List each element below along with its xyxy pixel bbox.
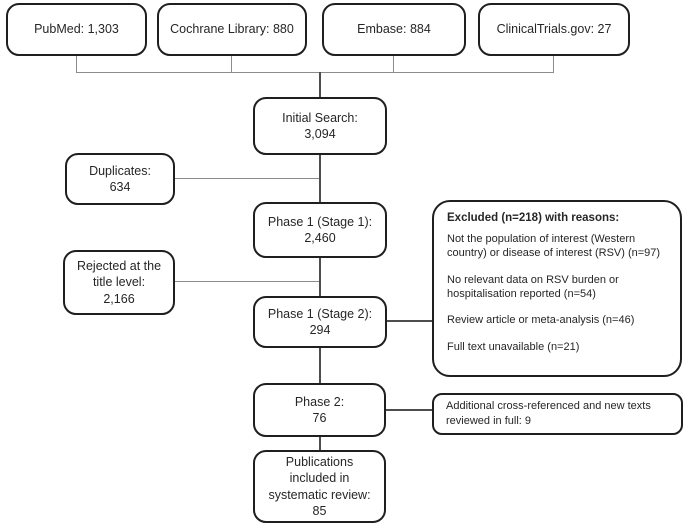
- node-publications-included: Publications included in systematic revi…: [253, 450, 386, 523]
- node-rejected-title-level: Rejected at the title level: 2,166: [63, 250, 175, 315]
- connector-duplicates: [175, 178, 319, 179]
- node-duplicates-label: Duplicates:: [89, 163, 151, 178]
- node-rejected-line1: Rejected at the: [76, 259, 162, 274]
- node-duplicates: Duplicates: 634: [65, 153, 175, 205]
- connector-phase2-to-publications: [319, 437, 321, 450]
- node-embase: Embase: 884: [322, 3, 466, 56]
- connector-bus-horizontal: [76, 72, 554, 73]
- node-duplicates-value: 634: [109, 180, 131, 194]
- node-phase2: Phase 2: 76: [253, 383, 386, 437]
- panel-excluded-reasons: Excluded (n=218) with reasons: Not the p…: [432, 200, 682, 377]
- additional-texts-label: Additional cross-referenced and new text…: [446, 400, 651, 427]
- excluded-title: Excluded (n=218) with reasons:: [447, 212, 620, 224]
- node-publications-line2: included in: [289, 471, 350, 486]
- node-initial-search: Initial Search: 3,094: [253, 97, 387, 155]
- node-phase2-value: 76: [312, 411, 327, 425]
- connector-stub-cochrane: [231, 55, 232, 72]
- node-rejected-line2: title level:: [92, 275, 146, 290]
- connector-stub-pubmed: [76, 55, 77, 72]
- node-phase1-stage2-label: Phase 1 (Stage 2):: [267, 306, 373, 321]
- connector-phase1s2-to-phase2: [319, 348, 321, 383]
- node-phase1-stage1-value: 2,460: [304, 231, 336, 245]
- excluded-reason-population: Not the population of interest (Western …: [447, 232, 661, 259]
- node-initial-search-label: Initial Search:: [282, 110, 358, 125]
- node-initial-search-value: 3,094: [304, 127, 336, 141]
- connector-bus-to-initial: [319, 72, 321, 97]
- node-phase1-stage2-value: 294: [309, 323, 331, 337]
- connector-additional: [386, 409, 432, 411]
- node-publications-line3: systematic review:: [268, 487, 371, 502]
- node-phase2-label: Phase 2:: [294, 394, 345, 409]
- node-clinicaltrials-label: ClinicalTrials.gov: 27: [496, 22, 612, 37]
- node-pubmed: PubMed: 1,303: [6, 3, 147, 56]
- connector-rejected: [175, 281, 319, 282]
- connector-stub-clinicaltrials: [553, 55, 554, 72]
- node-rejected-value: 2,166: [103, 291, 135, 306]
- node-cochrane-library: Cochrane Library: 880: [157, 3, 307, 56]
- node-cochrane-library-label: Cochrane Library: 880: [170, 22, 294, 37]
- node-phase1-stage1-label: Phase 1 (Stage 1):: [267, 214, 373, 229]
- node-pubmed-label: PubMed: 1,303: [34, 22, 119, 37]
- excluded-reason-review-article: Review article or meta-analysis (n=46): [447, 314, 635, 327]
- connector-stub-embase: [393, 55, 394, 72]
- connector-phase1s1-to-phase1s2: [319, 258, 321, 296]
- excluded-reason-no-data: No relevant data on RSV burden or hospit…: [447, 273, 619, 300]
- panel-additional-texts: Additional cross-referenced and new text…: [432, 393, 683, 435]
- excluded-reason-full-text: Full text unavailable (n=21): [447, 341, 580, 354]
- node-clinicaltrials: ClinicalTrials.gov: 27: [478, 3, 630, 56]
- connector-excluded: [387, 320, 432, 322]
- node-publications-line1: Publications: [285, 455, 354, 469]
- node-embase-label: Embase: 884: [357, 22, 431, 37]
- node-publications-value: 85: [312, 503, 327, 518]
- connector-initial-to-phase1s1: [319, 155, 321, 202]
- node-phase1-stage1: Phase 1 (Stage 1): 2,460: [253, 202, 387, 258]
- node-phase1-stage2: Phase 1 (Stage 2): 294: [253, 296, 387, 348]
